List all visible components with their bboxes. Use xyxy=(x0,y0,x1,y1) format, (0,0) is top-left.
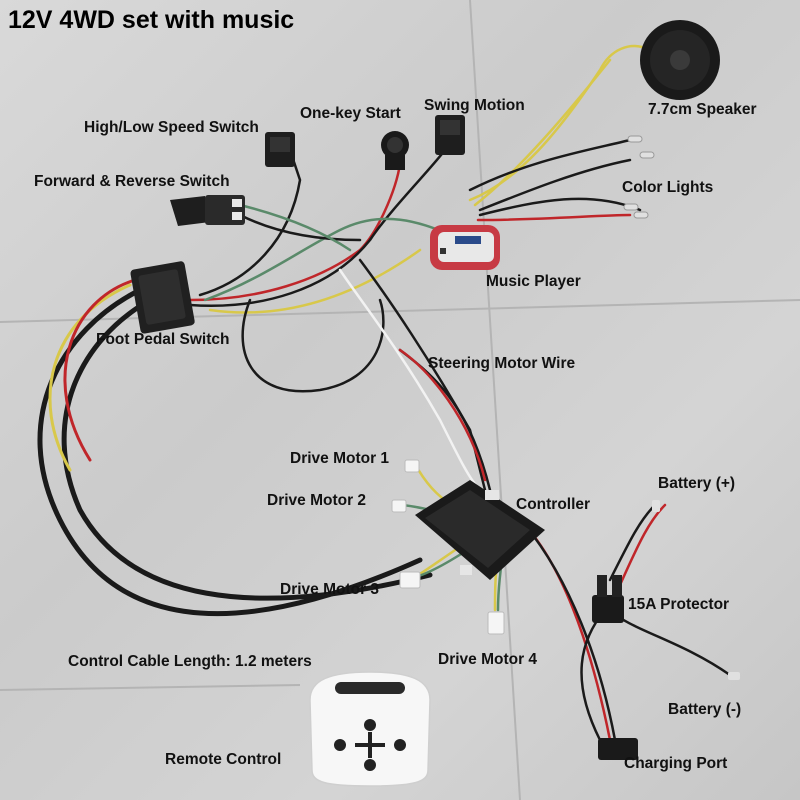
label-forward-reverse-switch: Forward & Reverse Switch xyxy=(34,173,230,190)
label-battery-negative: Battery (-) xyxy=(668,701,742,718)
fuse-protector xyxy=(592,575,624,623)
motor-connectors xyxy=(391,459,505,635)
label-one-key-start: One-key Start xyxy=(300,105,401,122)
label-15a-protector: 15A Protector xyxy=(628,596,730,613)
label-drive-motor-1: Drive Motor 1 xyxy=(290,450,390,467)
one-key-start-button xyxy=(381,131,409,170)
label-speaker: 7.7cm Speaker xyxy=(648,101,757,118)
controller-box xyxy=(415,480,545,580)
label-controller: Controller xyxy=(516,496,591,513)
color-lights xyxy=(623,135,655,219)
battery-terminals xyxy=(652,500,740,680)
label-drive-motor-2: Drive Motor 2 xyxy=(267,492,367,509)
label-foot-pedal-switch: Foot Pedal Switch xyxy=(96,331,230,348)
label-control-cable-length: Control Cable Length: 1.2 meters xyxy=(68,653,312,670)
remote-control-device xyxy=(309,671,431,787)
control-cable xyxy=(37,278,433,617)
label-high-low-speed-switch: High/Low Speed Switch xyxy=(84,119,259,136)
controller-wires xyxy=(398,348,732,742)
music-player-module xyxy=(430,225,500,270)
forward-reverse-switch xyxy=(170,195,245,226)
label-drive-motor-4: Drive Motor 4 xyxy=(438,651,538,668)
label-remote-control: Remote Control xyxy=(165,751,282,768)
harness-wires xyxy=(188,44,652,492)
swing-motion-switch xyxy=(435,115,465,155)
label-music-player: Music Player xyxy=(486,273,581,290)
label-color-lights: Color Lights xyxy=(622,179,714,196)
label-charging-port: Charging Port xyxy=(624,755,728,772)
high-low-speed-switch xyxy=(265,132,295,167)
speaker xyxy=(640,20,720,100)
charging-port-part xyxy=(598,738,638,760)
label-battery-positive: Battery (+) xyxy=(658,475,736,492)
label-drive-motor-3: Drive Motor 3 xyxy=(280,581,380,598)
foot-pedal-switch xyxy=(130,261,195,334)
label-swing-motion: Swing Motion xyxy=(424,97,525,114)
label-steering-motor-wire: Steering Motor Wire xyxy=(428,355,576,372)
page-title: 12V 4WD set with music xyxy=(8,6,295,34)
